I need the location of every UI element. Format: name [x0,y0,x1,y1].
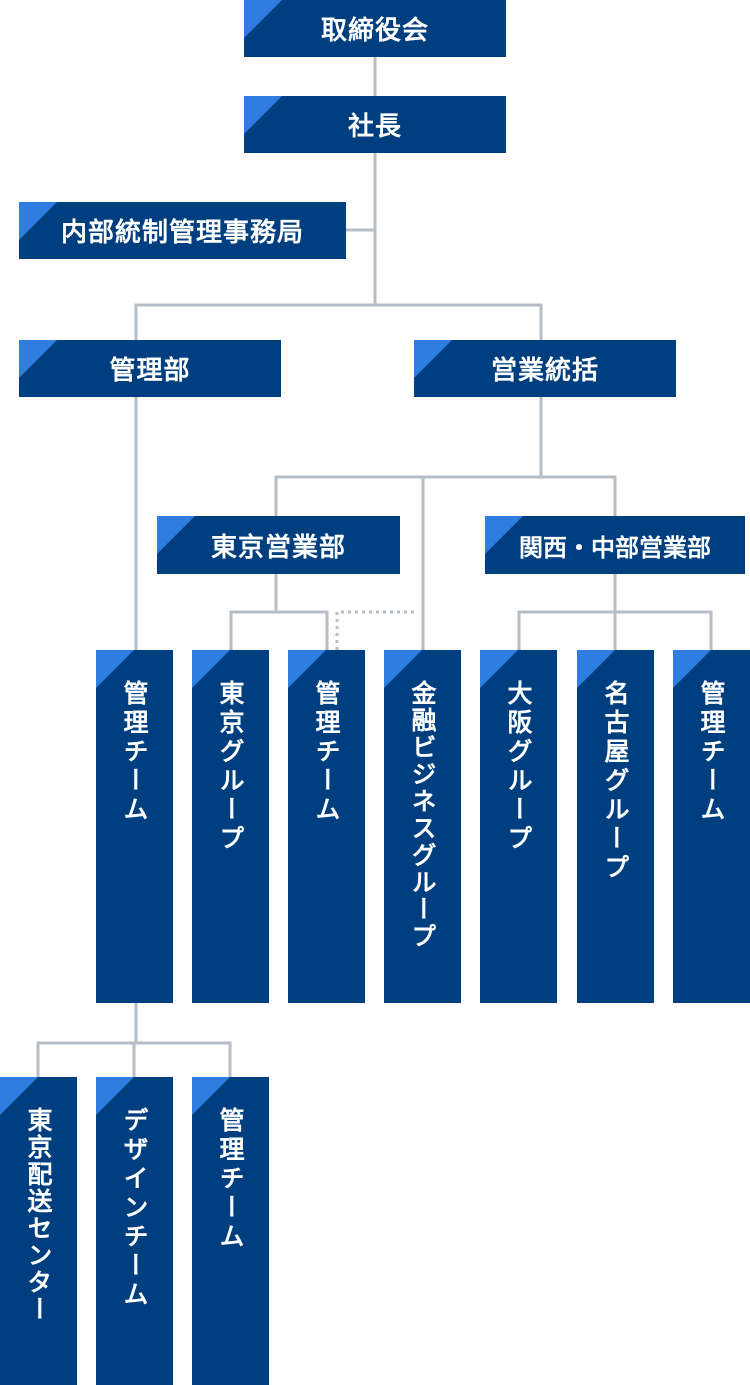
admin-team-box: 管理チーム [96,650,173,1003]
tokyo-delivery-box: 東京配送センター [0,1077,77,1385]
nagoya-group-box: 名古屋グループ [577,650,654,1003]
finance-group-box: 金融ビジネスグループ [384,650,461,1003]
line-sales-split [274,475,617,516]
kansai-sales-label: 関西・中部営業部 [519,533,711,562]
finance-group-label: 金融ビジネスグループ [408,680,437,950]
admin-team-label: 管理チーム [120,680,149,825]
tokyo-group-box: 東京グループ [192,650,269,1003]
tokyo-sales-box: 東京営業部 [157,516,400,574]
admin-dept-box: 管理部 [19,340,281,397]
president-label: 社長 [347,112,402,142]
line-tokyo-admin [276,610,329,650]
osaka-group-box: 大阪グループ [480,650,557,1003]
line-tokyo-split [229,574,278,650]
sales-hq-label: 営業統括 [490,356,599,386]
board-box: 取締役会 [244,0,506,57]
dotted-link [335,610,415,650]
tokyo-admin-team-box: 管理チーム [288,650,365,1003]
kansai-admin-team-label: 管理チーム [697,680,726,825]
sub-admin-team-label: 管理チーム [216,1107,245,1252]
president-box: 社長 [244,96,506,153]
admin-dept-label: 管理部 [109,356,191,386]
sales-hq-box: 営業統括 [414,340,676,397]
line-kansai-branch [517,610,713,650]
nagoya-group-label: 名古屋グループ [601,680,630,883]
audit-office-box: 内部統制管理事務局 [19,202,346,259]
sub-admin-team-box: 管理チーム [192,1077,269,1385]
tokyo-admin-team-label: 管理チーム [312,680,341,825]
audit-office-label: 内部統制管理事務局 [60,218,304,248]
tokyo-group-label: 東京グループ [216,680,245,854]
line-top-branch [134,303,543,340]
kansai-sales-box: 関西・中部営業部 [485,516,745,574]
design-team-label: デザインチーム [120,1107,149,1310]
tokyo-delivery-label: 東京配送センター [24,1107,53,1323]
tokyo-sales-label: 東京営業部 [210,532,346,563]
design-team-box: デザインチーム [96,1077,173,1385]
osaka-group-label: 大阪グループ [504,680,533,854]
board-label: 取締役会 [320,16,429,46]
kansai-admin-team-box: 管理チーム [673,650,750,1003]
